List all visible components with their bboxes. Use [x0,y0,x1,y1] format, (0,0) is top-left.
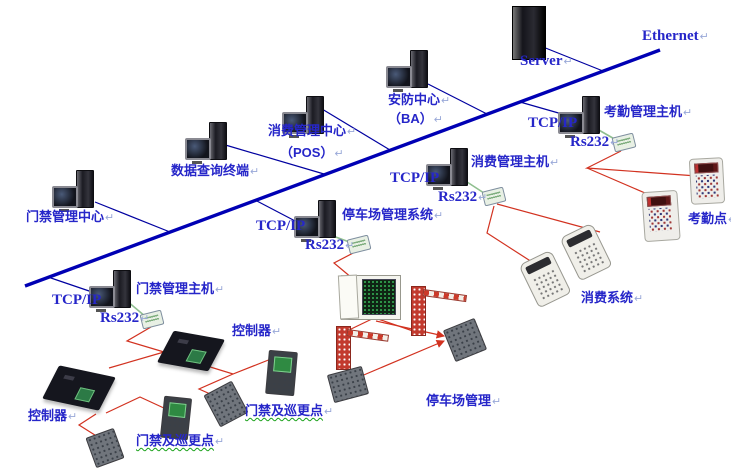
label-rs232-access: Rs232↵ [100,310,150,326]
pc-tower-icon [113,270,131,308]
dev-line-parking-barrier2 [348,317,375,331]
dev-line-parking-cabinet [332,250,358,279]
label-access-center: 门禁管理中心↵ [26,209,115,224]
pc-tower-icon [582,96,600,134]
dev-line-access-ctrl1 [125,326,165,353]
label-rs232-parking: Rs232↵ [305,237,355,253]
monitor-icon [294,216,320,238]
ethernet-backbone-line [24,48,661,288]
monitor-icon [185,138,211,160]
label-parking-system: 停车场管理系统↵ [342,207,444,222]
workstation-icon-parking-system [294,200,336,242]
monitor-icon [52,186,78,208]
barrier-gate-icon [336,326,391,370]
workstation-icon-security-center [386,50,428,92]
label-rs232-consumption: Rs232↵ [438,189,488,205]
monitor-stand-icon [96,309,106,312]
monitor-icon [89,286,115,308]
label-consumption-host: 消费管理主机↵ [471,154,560,169]
monitor-icon [386,66,412,88]
net-line-server [542,46,604,72]
dev-line-attendance-right [584,150,698,177]
net-line-security-center [427,83,488,115]
led-display-icon [694,162,719,174]
pc-tower-icon [410,50,428,88]
workstation-icon-attendance-host [558,96,600,138]
label-tcpip-access: TCP/IP [52,292,102,308]
pc-tower-icon [450,148,468,186]
label-attendance-host: 考勤管理主机↵ [604,104,693,119]
label-controller-1: 控制器↵ [232,323,282,338]
dev-line-parking-reader2 [358,339,445,378]
label-consumption-center-pos: （POS）↵ [280,145,344,160]
barrier-post-icon [336,326,351,370]
dev-line-parking-reader1 [375,320,446,339]
label-data-query-terminal: 数据查询终端↵ [171,163,260,178]
workstation-icon-access-host [89,270,131,312]
label-parking-mgmt: 停车场管理↵ [426,393,502,408]
dev-line-pos-left [486,205,533,263]
monitor-stand-icon [192,161,202,164]
net-line-data-query [221,143,325,175]
label-access-host: 门禁管理主机↵ [136,281,225,296]
monitor-icon [558,112,584,134]
label-consumption-system: 消费系统↵ [581,290,644,305]
keypad-icon [648,207,673,232]
dev-line-attendance-left [586,167,653,197]
label-security-center: 安防中心↵ [388,92,451,107]
label-access-patrol-point-1: 门禁及巡更点↵ [245,403,334,418]
pc-tower-icon [209,122,227,160]
monitor-stand-icon [59,209,69,212]
attendance-terminal-icon [688,157,726,205]
net-line-access-center [94,201,171,233]
label-tcpip-parking: TCP/IP [256,218,306,234]
net-line-consumption-center [321,108,391,151]
circuit-board-icon [362,279,396,315]
monitor-stand-icon [433,187,443,190]
label-security-center-ba: （BA）↵ [388,111,443,126]
workstation-icon-consumption-center [282,96,324,138]
label-tcpip-attendance: TCP/IP [528,115,578,131]
monitor-icon [426,164,452,186]
server-tower-icon [512,6,546,60]
dev-line-access-ctrl2 [108,351,165,369]
pc-tower-icon [76,170,94,208]
pc-tower-icon [318,200,336,238]
label-tcpip-consumption: TCP/IP [390,170,440,186]
card-reader-icon [265,349,298,397]
cabinet-door-icon [337,274,360,320]
label-access-patrol-point-2: 门禁及巡更点↵ [136,433,225,448]
workstation-icon-access-center [52,170,94,212]
barrier-arm-icon [346,329,390,342]
parking-control-cabinet-icon [337,274,401,320]
label-rs232-attendance: Rs232↵ [570,134,620,150]
keypad-icon [695,174,719,199]
barrier-post-icon [411,286,426,336]
label-attendance-point: 考勤点↵ [688,211,731,226]
label-ethernet: Ethernet↵ [642,28,709,44]
label-server: Server↵ [520,53,573,69]
dev-line-ctrl2-reader-bottom [77,413,99,438]
monitor-stand-icon [393,89,403,92]
barrier-gate-icon [411,286,468,336]
monitor-stand-icon [565,135,575,138]
attendance-terminal-icon [641,189,681,243]
net-line-parking-system [254,199,300,224]
net-line-attendance-host [519,101,563,115]
monitor-icon [282,112,308,134]
label-controller-2: 控制器↵ [28,408,78,423]
dev-line-ctrl1-reader-right [206,358,272,375]
monitor-stand-icon [289,135,299,138]
net-line-access-host [47,276,96,294]
barrier-arm-icon [422,289,468,303]
label-consumption-center: 消费管理中心↵ [268,123,357,138]
workstation-icon-consumption-host [426,148,468,190]
led-display-icon [646,195,672,207]
workstation-icon-data-query [185,122,227,164]
dev-line-ctrl2-reader-green [105,396,167,414]
monitor-stand-icon [301,239,311,242]
